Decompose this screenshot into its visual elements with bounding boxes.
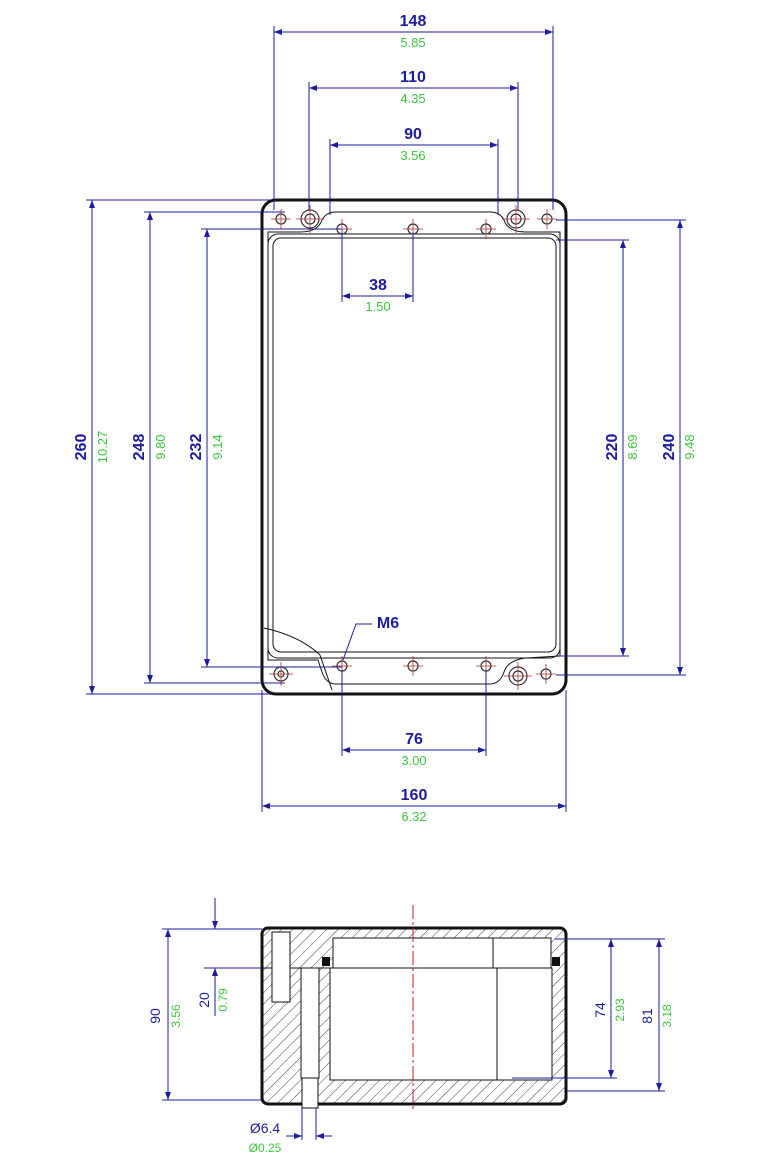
cavity-outline xyxy=(272,237,557,653)
dim-240-in: 9.48 xyxy=(682,434,697,459)
m6-leader-line xyxy=(342,623,372,661)
dim-76: 76 3.00 xyxy=(341,670,487,768)
dim-240: 240 9.48 xyxy=(556,219,697,676)
dim-hole-diameter: Ø6.4 Ø0.25 xyxy=(249,1108,332,1155)
dim-110-in: 4.35 xyxy=(400,91,425,106)
hole-crosshair xyxy=(269,662,293,686)
gasket-left xyxy=(322,957,330,966)
dim-232: 232 9.14 xyxy=(188,228,342,668)
dim-160: 160 6.32 xyxy=(261,690,567,824)
hole-crosshair xyxy=(403,656,423,676)
screw-bore xyxy=(300,967,320,1079)
dim-220: 220 8.69 xyxy=(556,239,640,657)
dim-248-in: 9.80 xyxy=(153,434,168,459)
lid-screw xyxy=(271,931,291,1003)
hole-crosshair xyxy=(296,205,324,233)
dim-90-in: 3.56 xyxy=(400,148,425,163)
hole-crosshair xyxy=(476,219,496,239)
dim-hole-mm: Ø6.4 xyxy=(250,1120,281,1136)
dim-90: 90 3.56 xyxy=(329,126,499,215)
body-cavity xyxy=(329,967,553,1081)
m6-label: M6 xyxy=(377,615,399,632)
hole-crosshair xyxy=(536,664,556,684)
flange-groove xyxy=(267,211,561,685)
dim-74-side: 74 2.93 xyxy=(512,938,627,1079)
dim-81-side: 81 3.18 xyxy=(566,938,674,1092)
dim-74-side-in: 2.93 xyxy=(613,998,627,1022)
dim-20-side-mm: 20 xyxy=(196,992,212,1008)
dim-76-mm: 76 xyxy=(405,731,423,748)
dim-148-in: 5.85 xyxy=(400,35,425,50)
dim-90-mm: 90 xyxy=(404,126,422,143)
dim-90-side: 90 3.56 xyxy=(147,928,262,1101)
dim-220-mm: 220 xyxy=(604,434,621,461)
dim-248-mm: 248 xyxy=(131,434,148,461)
dim-81-side-mm: 81 xyxy=(639,1008,655,1024)
lid-cavity xyxy=(332,937,552,969)
dim-110: 110 4.35 xyxy=(308,69,519,210)
section-view: 90 3.56 20 0.79 74 2.93 81 3.18 Ø6.4 xyxy=(147,898,674,1155)
dim-38: 38 1.50 xyxy=(341,232,414,314)
dim-90-side-in: 3.56 xyxy=(169,1004,183,1028)
dim-148-mm: 148 xyxy=(400,13,427,30)
dim-220-in: 8.69 xyxy=(625,434,640,459)
dim-160-in: 6.32 xyxy=(401,809,426,824)
dim-232-in: 9.14 xyxy=(210,434,225,459)
bottom-hole xyxy=(301,1077,319,1109)
dim-148: 148 5.85 xyxy=(273,13,554,210)
dim-20-side: 20 0.79 xyxy=(196,898,262,1016)
dim-38-mm: 38 xyxy=(369,277,387,294)
dim-20-side-in: 0.79 xyxy=(216,988,230,1012)
dim-90-side-mm: 90 xyxy=(147,1008,163,1024)
dim-232-mm: 232 xyxy=(188,434,205,461)
dim-hole-in: Ø0.25 xyxy=(249,1141,282,1155)
hole-crosshair xyxy=(504,662,532,690)
dim-160-mm: 160 xyxy=(401,787,428,804)
enclosure-outline xyxy=(260,198,568,696)
top-view: M6 148 5.85 110 4.35 90 3.56 38 1.50 xyxy=(73,13,697,824)
dim-260-mm: 260 xyxy=(73,434,90,461)
dim-81-side-in: 3.18 xyxy=(660,1004,674,1028)
dim-74-side-mm: 74 xyxy=(592,1002,608,1018)
cavity-outer-outline xyxy=(267,233,561,659)
dim-76-in: 3.00 xyxy=(401,753,426,768)
dim-38-in: 1.50 xyxy=(365,299,390,314)
dim-110-mm: 110 xyxy=(400,69,426,86)
gasket-right xyxy=(552,957,560,966)
hole-crosshair xyxy=(537,209,557,229)
dim-260-in: 10.27 xyxy=(95,431,110,464)
cutaway-edge xyxy=(263,627,333,691)
hole-crosshair xyxy=(502,205,530,233)
dim-260: 260 10.27 xyxy=(73,199,270,695)
dim-248: 248 9.80 xyxy=(131,211,285,684)
dim-240-mm: 240 xyxy=(661,434,678,461)
